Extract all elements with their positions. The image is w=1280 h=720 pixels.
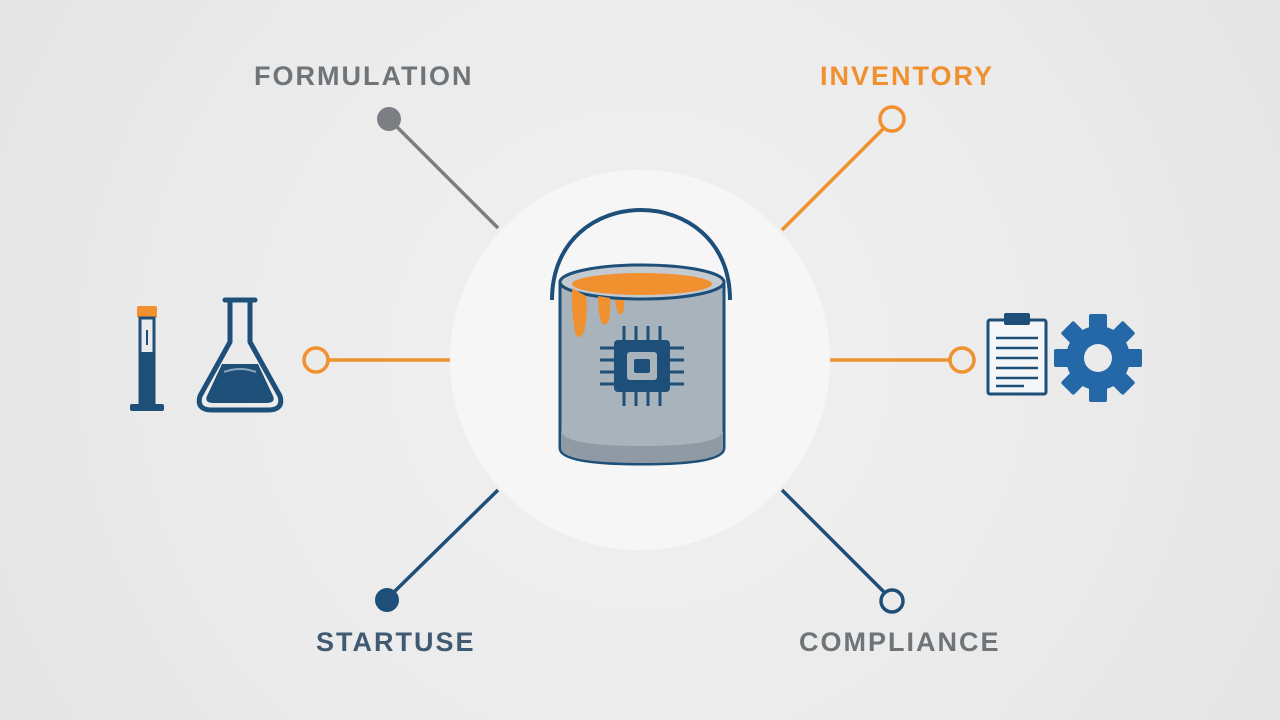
formulation-label: FORMULATION — [254, 61, 474, 91]
inventory-node[interactable] — [878, 105, 906, 133]
startuse-node[interactable] — [375, 588, 399, 612]
formulation-connector — [377, 107, 500, 230]
startuse-connector — [375, 488, 500, 612]
test-tube-icon — [130, 306, 164, 411]
right-node[interactable] — [948, 346, 976, 374]
gear-icon — [1054, 314, 1142, 402]
left-node[interactable] — [302, 346, 330, 374]
right-connector — [830, 346, 976, 374]
paint-bucket-chip-icon — [550, 208, 732, 466]
left-connector — [302, 346, 450, 374]
inventory-connector — [780, 105, 906, 232]
startuse-label: STARTUSE — [316, 627, 476, 657]
compliance-node[interactable] — [879, 588, 905, 614]
compliance-label: COMPLIANCE — [799, 627, 1001, 657]
formulation-node[interactable] — [377, 107, 401, 131]
chip-icon — [600, 326, 684, 406]
compliance-connector — [780, 488, 905, 614]
clipboard-checklist-icon — [986, 313, 1048, 396]
inventory-label: INVENTORY — [820, 61, 995, 91]
erlenmeyer-flask-icon — [196, 297, 284, 413]
